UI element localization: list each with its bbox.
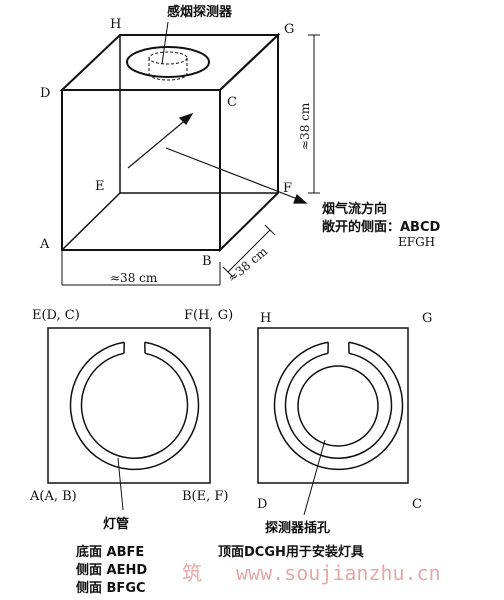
- height-dimension: [308, 34, 320, 194]
- box-hidden-edges: [61, 35, 278, 251]
- watermark-url: www.soujianzhu.cn: [236, 561, 441, 585]
- detector-label: 感烟探测器: [167, 4, 233, 20]
- width-dimension-label: ≈38 cm: [110, 271, 158, 285]
- smoke-flow-arrow-icon: [127, 112, 308, 204]
- watermark-cn: 筑: [182, 561, 202, 585]
- face-side1-label: 侧面 AEHD: [76, 562, 147, 578]
- vertex-b-label: B: [202, 254, 212, 269]
- vertex-g-label: G: [284, 22, 294, 37]
- vertex-h-label: H: [110, 17, 121, 32]
- smoke-direction-label: 烟气流方向: [322, 201, 387, 217]
- bottom-left-top-left-label: E(D, C): [32, 308, 80, 323]
- depth-dimension-label: ≈38 cm: [225, 244, 271, 285]
- bottom-right-bottom-left-label: D: [257, 497, 267, 512]
- height-dimension-label: ≈38 cm: [298, 102, 312, 150]
- bottom-left-bottom-left-label: A(A, B): [29, 489, 77, 504]
- face-bottom-label: 底面 ABFE: [76, 544, 144, 560]
- bottom-right-top-left-label: H: [260, 311, 271, 326]
- face-side2-label: 侧面 BFGC: [76, 580, 146, 596]
- open-sides-label-2: EFGH: [398, 235, 435, 249]
- vertex-a-label: A: [39, 237, 50, 252]
- hole-leader-line: [303, 439, 326, 516]
- top-face-panel: [257, 327, 409, 484]
- width-dimension: [61, 250, 221, 286]
- open-sides-label: 敞开的侧面：ABCD: [322, 219, 441, 235]
- bottom-right-bottom-right-label: C: [412, 497, 422, 512]
- vertex-c-label: C: [227, 95, 237, 110]
- vertex-d-label: D: [40, 86, 50, 101]
- lamp-and-hole-icon: [273, 341, 404, 471]
- lamp-leader-line: [117, 457, 124, 511]
- detector-hole-icon: [297, 365, 379, 447]
- depth-dimension: [222, 224, 276, 278]
- top-face-note: 顶面DCGH用于安装灯具: [218, 544, 364, 560]
- bottom-left-top-right-label: F(H, G): [184, 308, 233, 323]
- bottom-face-panel: [47, 327, 211, 484]
- lamp-label: 灯管: [103, 516, 129, 532]
- smoke-detector-icon: [126, 21, 210, 81]
- vertex-e-label: E: [95, 179, 105, 194]
- bottom-left-bottom-right-label: B(E, F): [182, 489, 228, 504]
- bottom-right-top-right-label: G: [422, 311, 432, 326]
- box-top-face: [59, 34, 281, 91]
- vertex-f-label: F: [283, 181, 292, 196]
- lamp-tube-icon: [69, 341, 200, 471]
- box-right-face: [219, 32, 279, 253]
- detector-hole-label: 探测器插孔: [265, 520, 330, 536]
